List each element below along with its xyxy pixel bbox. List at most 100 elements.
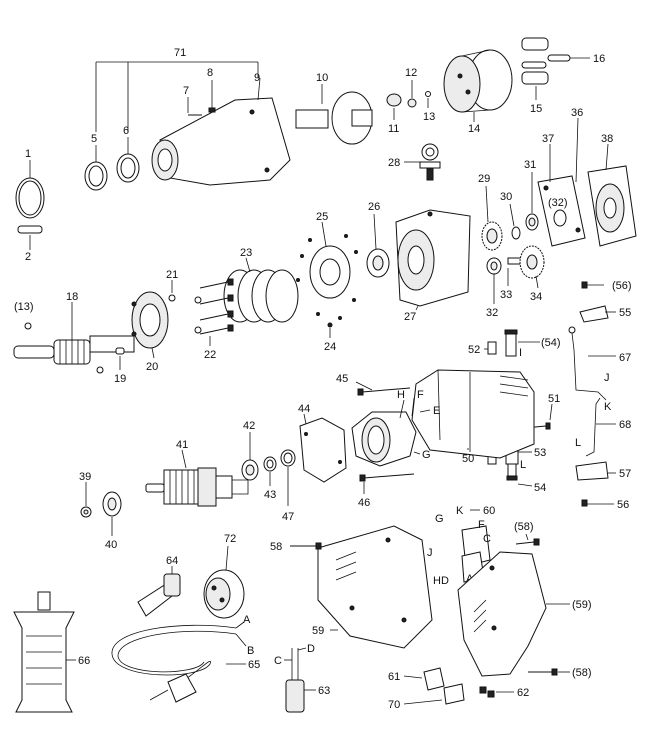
label-39: 39 xyxy=(79,471,91,483)
part-6-ring: 6 xyxy=(116,125,140,183)
part-44-baffle: 44 xyxy=(298,403,347,483)
part-56-screw-top: (56) xyxy=(581,280,632,292)
part-30-washer: 30 xyxy=(500,191,521,240)
part-68-wire: 68 L xyxy=(575,397,631,457)
part-45-screw: 45 xyxy=(336,373,411,396)
label-9: 9 xyxy=(254,72,260,84)
label-44: 44 xyxy=(298,403,310,415)
label-24: 24 xyxy=(324,341,336,353)
label-F2: F xyxy=(478,519,485,531)
part-10-spindle: 10 xyxy=(295,72,373,145)
part-47-washer: 47 xyxy=(280,449,296,523)
label-26: 26 xyxy=(368,201,380,213)
label-68: 68 xyxy=(619,419,631,431)
label-K2: K xyxy=(456,505,464,517)
part-9-front-housing: 9 xyxy=(151,72,291,186)
part-8-screw: 8 xyxy=(207,67,216,113)
label-18: 18 xyxy=(66,291,78,303)
label-71: 71 xyxy=(174,47,186,59)
label-L: L xyxy=(575,437,581,449)
part-66-side-handle: 66 xyxy=(13,591,90,713)
label-52: 52 xyxy=(468,344,480,356)
part-50-stator-housing: 50 xyxy=(411,369,535,465)
label-13: 13 xyxy=(423,111,435,123)
label-59-ref: (59) xyxy=(572,599,592,611)
label-22: 22 xyxy=(204,349,216,361)
label-59: 59 xyxy=(312,625,324,637)
label-F: F xyxy=(417,389,424,401)
part-42-bearing: 42 xyxy=(241,420,259,481)
part-59-housing-left: 59 xyxy=(312,525,433,649)
label-D: D xyxy=(307,643,315,655)
part-70-clamp: 70 xyxy=(388,683,465,711)
label-62: 62 xyxy=(517,687,529,699)
part-62-screws: 62 xyxy=(479,686,529,699)
label-67: 67 xyxy=(619,352,631,364)
part-13-ball-ref: (13) xyxy=(14,301,34,330)
label-11: 11 xyxy=(388,123,399,135)
part-67-wire: 67 J K xyxy=(571,332,631,413)
part-22-screws: 22 xyxy=(194,278,234,361)
part-51-screw: 51 xyxy=(523,393,560,430)
part-7-screw: 7 xyxy=(183,85,202,116)
label-37: 37 xyxy=(542,133,554,145)
label-12: 12 xyxy=(405,67,417,79)
part-28-eyebolt: 28 xyxy=(388,143,441,181)
part-36-pin: 36 xyxy=(571,107,583,183)
part-12-washer: 12 xyxy=(405,67,417,108)
label-34: 34 xyxy=(530,291,542,303)
label-27: 27 xyxy=(404,311,416,323)
label-5: 5 xyxy=(91,133,97,145)
part-65-cord: 65 A B xyxy=(111,614,260,703)
label-61: 61 xyxy=(388,671,400,683)
label-32-ref: (32) xyxy=(548,197,568,209)
part-63-capacitor: D C 63 xyxy=(274,643,330,713)
part-52-brush: 52 xyxy=(468,341,497,356)
part-55-clip: 55 xyxy=(568,305,631,334)
label-54-ref: (54) xyxy=(541,337,561,349)
label-7: 7 xyxy=(183,85,189,97)
label-57: 57 xyxy=(619,468,631,480)
part-16-pins: 16 xyxy=(521,37,605,65)
part-field-coil: H F E G xyxy=(351,389,440,467)
label-46: 46 xyxy=(358,497,370,509)
label-30: 30 xyxy=(500,191,512,203)
label-6: 6 xyxy=(123,125,129,137)
part-1-oring: 1 xyxy=(15,148,45,219)
part-72-terminal: 72 xyxy=(203,533,245,619)
part-59-housing-right: (59) xyxy=(457,551,592,677)
label-8: 8 xyxy=(207,67,213,79)
part-41-armature: 41 xyxy=(145,439,249,507)
label-J: J xyxy=(604,372,610,384)
part-24-ring: 24 xyxy=(324,322,336,353)
label-16: 16 xyxy=(593,53,605,65)
label-65: 65 xyxy=(248,659,260,671)
label-K: K xyxy=(604,401,612,413)
part-58-screw-ref-bottom: (58) xyxy=(528,667,592,679)
label-31: 31 xyxy=(524,159,536,171)
label-2: 2 xyxy=(25,251,31,263)
part-27-gearbox: 27 xyxy=(395,209,471,323)
label-47: 47 xyxy=(282,511,294,523)
label-G: G xyxy=(422,449,431,461)
label-25: 25 xyxy=(316,211,328,223)
label-13-ref: (13) xyxy=(14,301,34,313)
label-63: 63 xyxy=(318,685,330,697)
label-A: A xyxy=(243,614,251,626)
part-38-cover: 38 xyxy=(587,133,637,247)
part-14-drum: 14 xyxy=(443,49,513,135)
label-10: 10 xyxy=(316,72,328,84)
label-50: 50 xyxy=(462,453,474,465)
label-J2: J xyxy=(427,547,433,559)
label-70: 70 xyxy=(388,699,400,711)
label-29: 29 xyxy=(478,173,490,185)
label-42: 42 xyxy=(243,420,255,432)
label-23: 23 xyxy=(240,247,252,259)
label-60: 60 xyxy=(483,505,495,517)
label-14: 14 xyxy=(468,123,480,135)
part-61-clamp: 61 xyxy=(388,667,445,691)
label-C3: C xyxy=(274,655,282,667)
label-H: H xyxy=(397,389,405,401)
part-37-plate: 37 (32) xyxy=(537,133,586,247)
